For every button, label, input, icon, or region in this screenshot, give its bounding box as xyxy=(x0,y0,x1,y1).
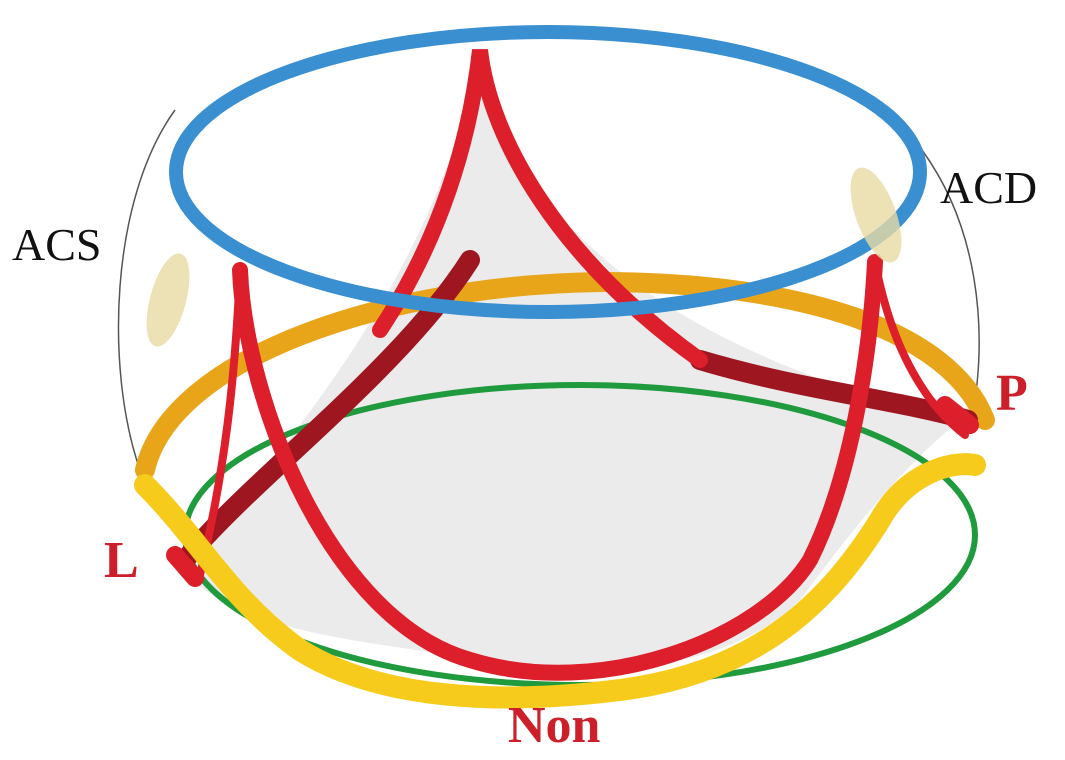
hinge-left-foot xyxy=(166,546,204,587)
label-p: P xyxy=(996,365,1028,422)
label-non: Non xyxy=(508,697,601,754)
hinge-right-foot xyxy=(936,396,979,434)
hinge-right-commissure xyxy=(871,258,969,439)
leaflet-surface xyxy=(185,60,960,672)
root-outline-right xyxy=(921,149,980,401)
coronary-ostium-left xyxy=(146,253,190,347)
coronary-ostium-right xyxy=(850,167,902,263)
hinge-non-coronary xyxy=(232,254,883,681)
label-acd: ACD xyxy=(940,162,1038,213)
sinotubular-junction-ring xyxy=(169,25,927,319)
crown-ring-front xyxy=(134,453,986,709)
hinge-left-commissure xyxy=(196,266,244,579)
hinge-central-commissure xyxy=(372,49,708,368)
label-l: L xyxy=(104,532,139,589)
label-acs: ACS xyxy=(12,219,102,270)
root-outline-left xyxy=(117,109,176,471)
